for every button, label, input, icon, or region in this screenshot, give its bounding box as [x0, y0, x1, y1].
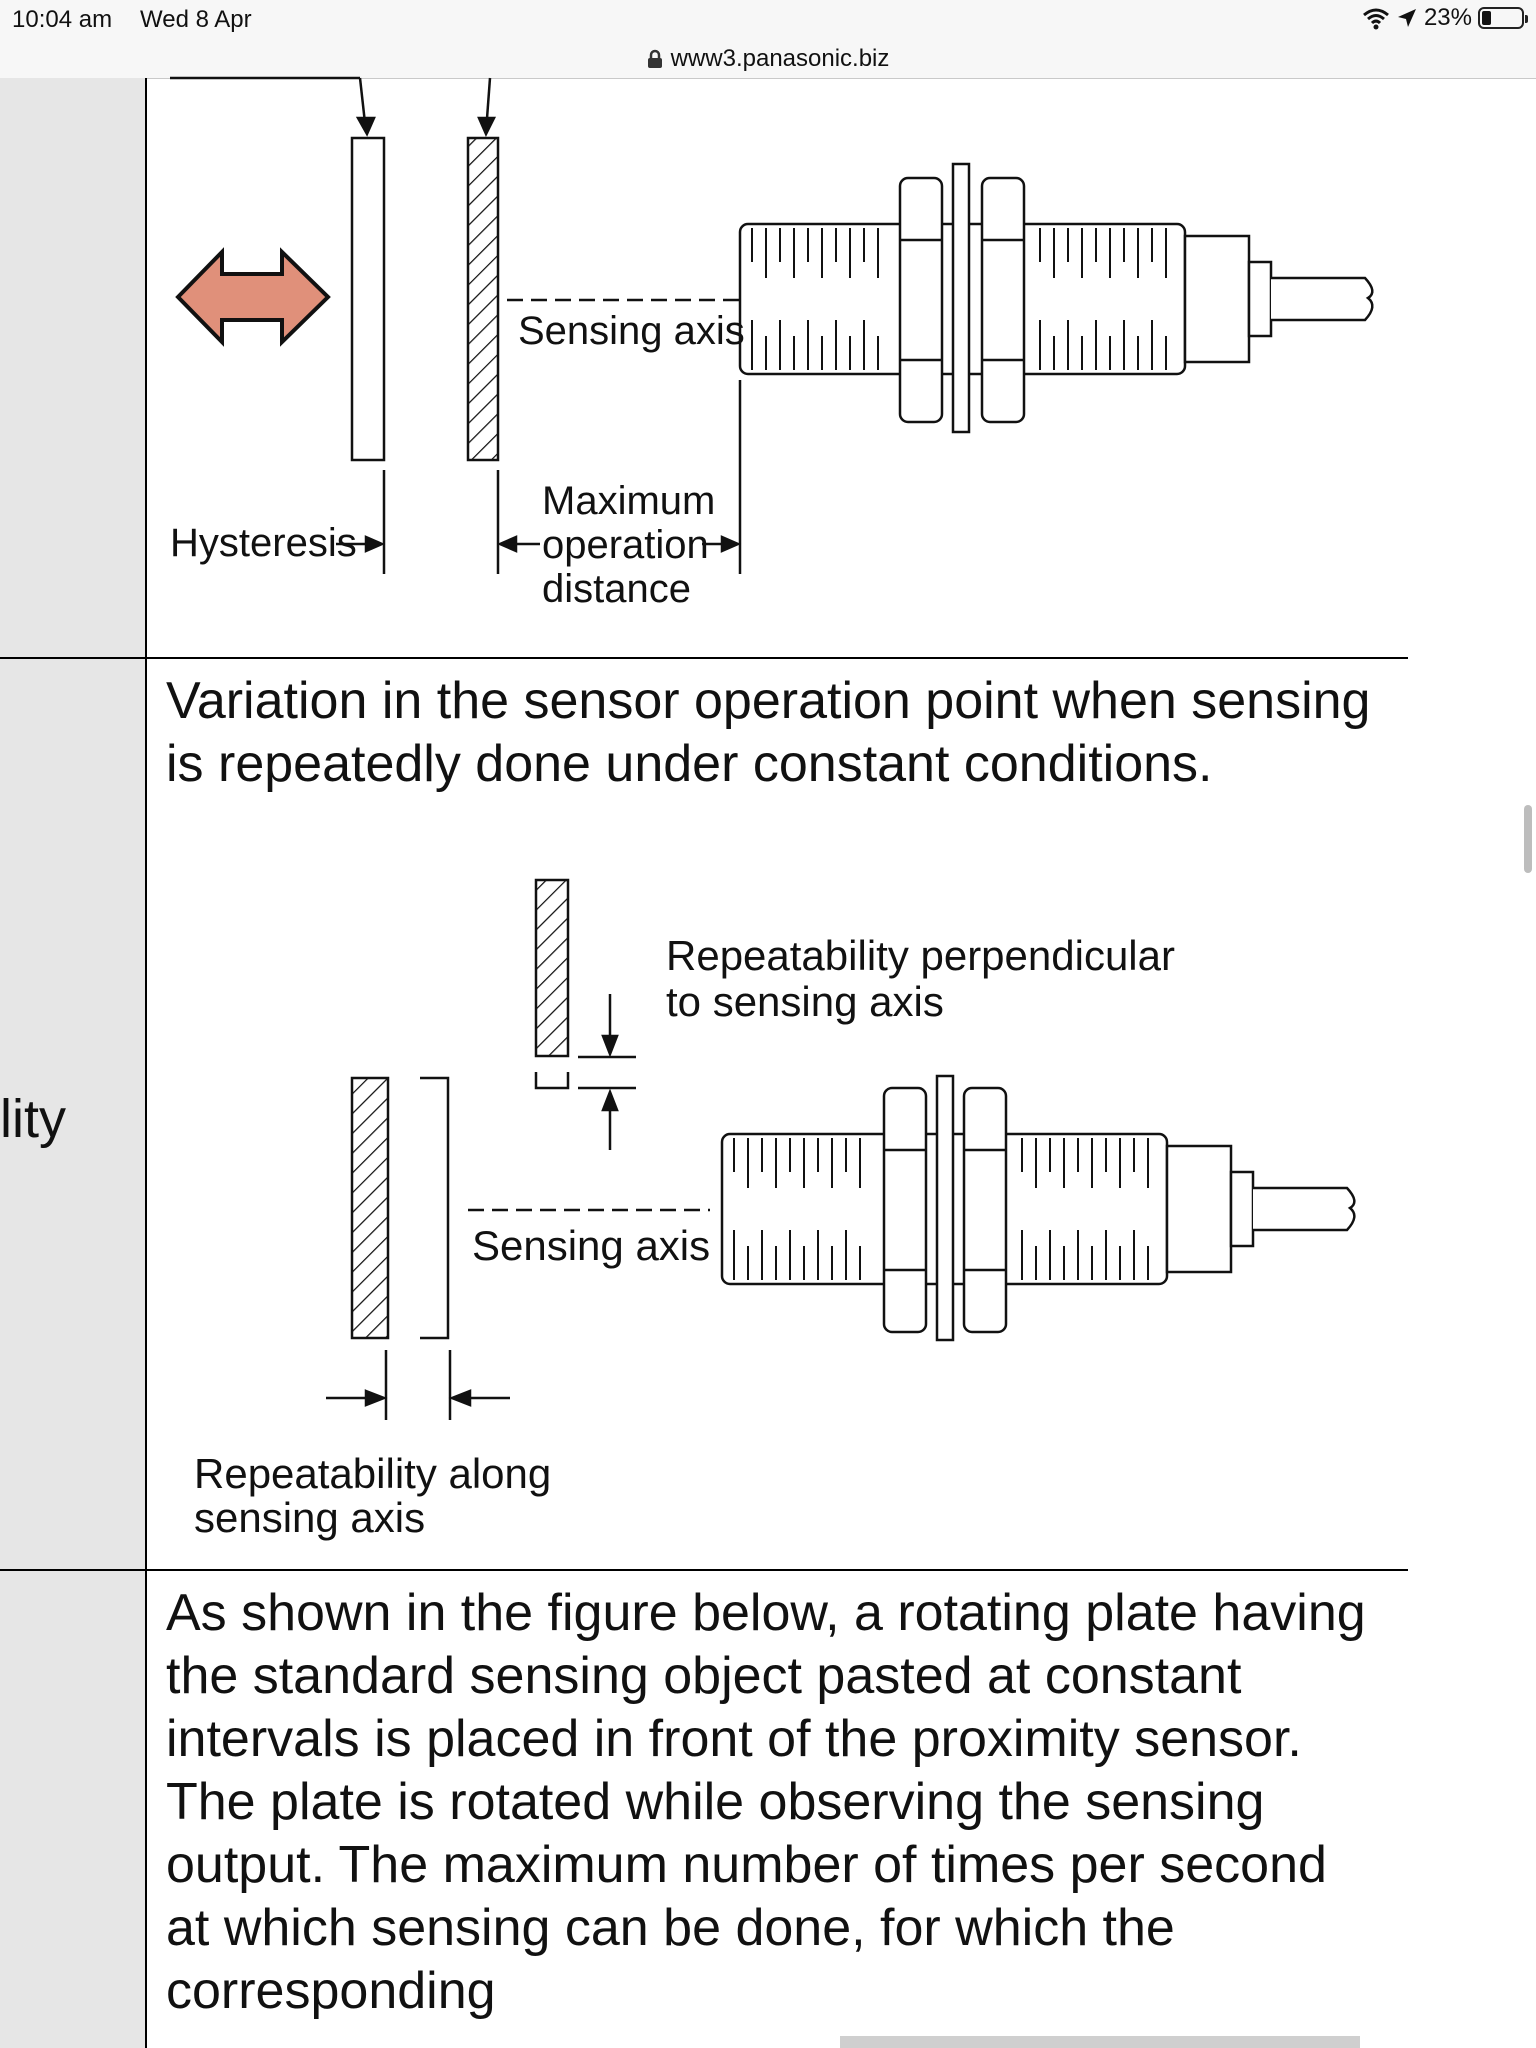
max-distance-label-line1: Maximum — [542, 479, 715, 523]
bottom-toolbar-fragment — [840, 2036, 1360, 2048]
max-distance-label-line3: distance — [542, 567, 691, 611]
sensing-axis-label-2: Sensing axis — [472, 1222, 710, 1269]
perpendicular-label-line1: Repeatability perpendicular — [666, 932, 1175, 979]
along-axis-label-line2: sensing axis — [194, 1494, 425, 1541]
repeatability-description: Variation in the sensor operation point … — [166, 672, 1371, 793]
battery-percent: 23% — [1423, 4, 1472, 31]
perpendicular-label-line2: to sensing axis — [666, 978, 944, 1025]
proximity-sensor-drawing-2 — [720, 1074, 1356, 1342]
status-bar: 10:04 am Wed 8 Apr 23% — [0, 0, 1536, 40]
hysteresis-label: Hysteresis — [170, 521, 357, 565]
battery-icon — [1478, 7, 1528, 29]
along-axis-label-line1: Repeatability along — [194, 1450, 551, 1497]
row-divider — [0, 1569, 1408, 1571]
column-divider — [145, 78, 147, 2048]
url-text: www3.panasonic.biz — [670, 45, 890, 72]
wifi-icon — [1362, 8, 1389, 30]
location-arrow-icon — [1397, 9, 1416, 27]
scrollbar[interactable] — [1524, 805, 1532, 873]
max-distance-label-line2: operation — [542, 523, 709, 567]
url-display[interactable]: www3.panasonic.biz — [647, 45, 890, 73]
row-label-repeatability: lity — [0, 1089, 66, 1149]
status-date: Wed 8 Apr — [140, 6, 252, 33]
sensing-axis-label: Sensing axis — [518, 309, 745, 353]
table-label-column — [0, 78, 145, 2048]
status-indicators: 23% — [1362, 4, 1528, 32]
battery-level — [1482, 11, 1491, 25]
address-bar[interactable]: www3.panasonic.biz — [0, 40, 1536, 79]
status-time: 10:04 am — [12, 6, 113, 33]
lock-icon — [647, 49, 662, 68]
row-divider — [0, 657, 1408, 659]
response-frequency-description: As shown in the figure below, a rotating… — [166, 1584, 1366, 2020]
movement-arrow-icon — [175, 247, 331, 347]
proximity-sensor-drawing — [738, 162, 1374, 434]
